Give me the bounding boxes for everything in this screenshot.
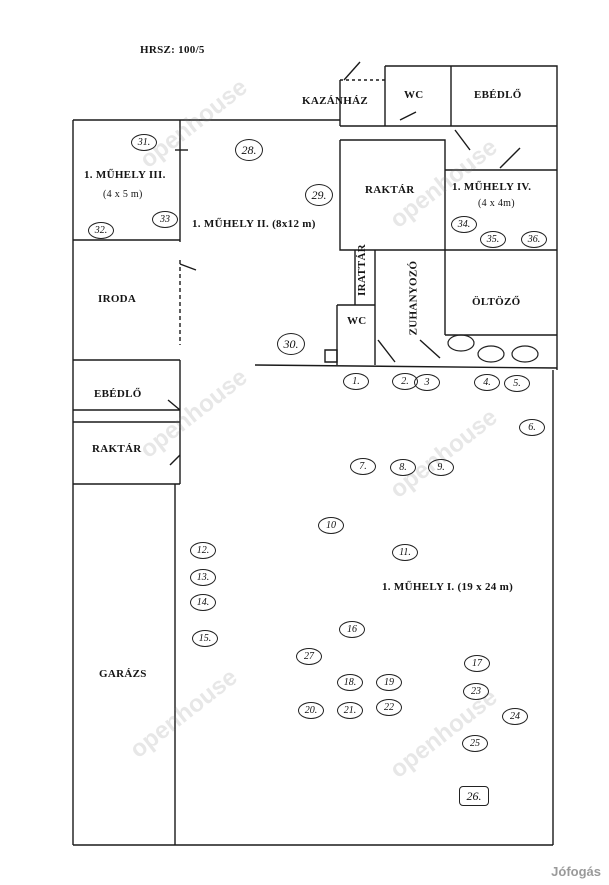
marker-23[interactable]: 23 <box>463 683 489 700</box>
marker-8[interactable]: 8. <box>390 459 416 476</box>
room-irattar: IRATTÁR <box>356 243 369 297</box>
marker-35[interactable]: 35. <box>480 231 506 248</box>
marker-3[interactable]: 3 <box>414 374 440 391</box>
marker-15[interactable]: 15. <box>192 630 218 647</box>
room-raktar-left: RAKTÁR <box>92 443 142 455</box>
marker-7[interactable]: 7. <box>350 458 376 475</box>
marker-24[interactable]: 24 <box>502 708 528 725</box>
marker-36[interactable]: 36. <box>521 231 547 248</box>
marker-5[interactable]: 5. <box>504 375 530 392</box>
marker-25[interactable]: 25 <box>462 735 488 752</box>
marker-29[interactable]: 29. <box>305 184 333 206</box>
marker-10[interactable]: 10 <box>318 517 344 534</box>
marker-21[interactable]: 21. <box>337 702 363 719</box>
marker-16[interactable]: 16 <box>339 621 365 638</box>
room-zuhanyozo: ZUHANYOZÓ <box>407 260 420 336</box>
room-kazanhaz: KAZÁNHÁZ <box>302 95 368 107</box>
room-garazs: GARÁZS <box>99 668 147 680</box>
marker-17[interactable]: 17 <box>464 655 490 672</box>
sink-fixture-1 <box>447 334 475 352</box>
marker-12[interactable]: 12. <box>190 542 216 559</box>
marker-33[interactable]: 33 <box>152 211 178 228</box>
room-muhely-3-size: (4 x 5 m) <box>103 189 143 200</box>
room-muhely-3-title: 1. MŰHELY III. <box>84 169 166 181</box>
marker-26[interactable]: 26. <box>459 786 489 806</box>
marker-4[interactable]: 4. <box>474 374 500 391</box>
room-wc-top: WC <box>404 89 424 101</box>
marker-28[interactable]: 28. <box>235 139 263 161</box>
marker-32[interactable]: 32. <box>88 222 114 239</box>
room-oltozo: ÖLTÖZŐ <box>472 296 521 308</box>
marker-31[interactable]: 31. <box>131 134 157 151</box>
sink-fixture-3 <box>511 345 539 363</box>
marker-30[interactable]: 30. <box>277 333 305 355</box>
marker-13[interactable]: 13. <box>190 569 216 586</box>
marker-9[interactable]: 9. <box>428 459 454 476</box>
marker-11[interactable]: 11. <box>392 544 418 561</box>
site-logo: Jófogás <box>551 864 601 879</box>
marker-22[interactable]: 22 <box>376 699 402 716</box>
room-muhely-4-size: (4 x 4m) <box>478 198 515 209</box>
marker-1[interactable]: 1. <box>343 373 369 390</box>
marker-6[interactable]: 6. <box>519 419 545 436</box>
marker-18[interactable]: 18. <box>337 674 363 691</box>
marker-34[interactable]: 34. <box>451 216 477 233</box>
room-ebedlo-top: EBÉDLŐ <box>474 89 522 101</box>
room-raktar-top: RAKTÁR <box>365 184 415 196</box>
room-wc-small: WC <box>347 315 367 327</box>
room-muhely-4-title: 1. MŰHELY IV. <box>452 181 532 193</box>
room-muhely-2: 1. MŰHELY II. (8x12 m) <box>192 218 316 230</box>
marker-14[interactable]: 14. <box>190 594 216 611</box>
sink-fixture-2 <box>477 345 505 363</box>
marker-19[interactable]: 19 <box>376 674 402 691</box>
room-muhely-1: 1. MŰHELY I. (19 x 24 m) <box>382 581 514 593</box>
hrsz-label: HRSZ: 100/5 <box>140 44 205 56</box>
room-iroda: IRODA <box>98 293 137 305</box>
room-ebedlo-left: EBÉDLŐ <box>94 388 142 400</box>
marker-20[interactable]: 20. <box>298 702 324 719</box>
marker-27[interactable]: 27 <box>296 648 322 665</box>
